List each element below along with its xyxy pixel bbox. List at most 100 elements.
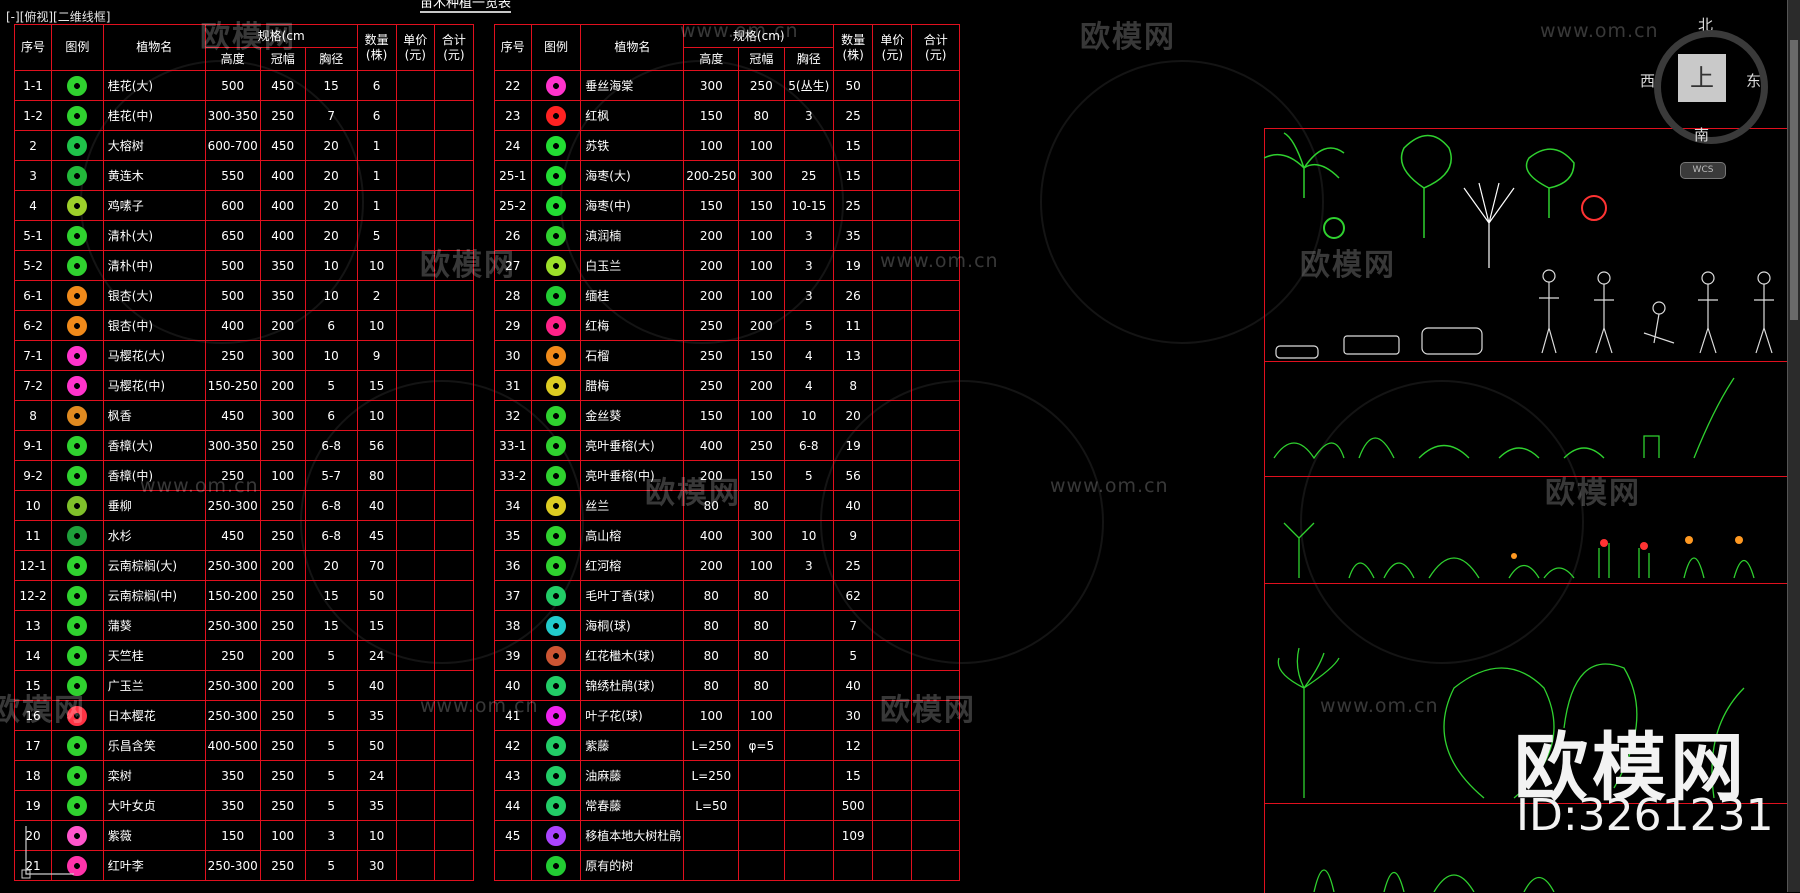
total-cell [911, 760, 960, 791]
unit-price-cell [872, 670, 913, 701]
seq-cell [493, 850, 532, 881]
unit-price-cell [395, 160, 435, 191]
plant-name-cell: 银杏(中) [102, 310, 206, 341]
dbh-cell [783, 700, 835, 731]
total-cell [911, 220, 960, 251]
seq-cell: 4 [13, 190, 53, 221]
compass-north[interactable]: 北 [1698, 16, 1714, 34]
plant-name-cell: 清朴(中) [102, 250, 206, 281]
plant-symbol-icon [67, 315, 88, 336]
legend-cell [530, 220, 582, 251]
height-cell: 150 [683, 100, 740, 131]
legend-cell [530, 310, 582, 341]
qty-cell: 10 [356, 820, 397, 851]
plant-symbol-icon [546, 705, 567, 726]
header-seq: 序号 [493, 24, 532, 71]
plant-name-cell: 广玉兰 [102, 670, 206, 701]
qty-cell: 1 [356, 160, 397, 191]
compass-south[interactable]: 南 [1694, 126, 1710, 144]
legend-cell [51, 70, 104, 101]
plant-symbol-icon [67, 75, 88, 96]
table-gap [473, 790, 495, 821]
plant-symbol-icon [67, 825, 88, 846]
plant-name-cell: 叶子花(球) [580, 700, 685, 731]
unit-price-cell [395, 640, 435, 671]
drawing-divider [1264, 361, 1794, 362]
plant-symbol-icon [67, 405, 88, 426]
header-dbh: 胸径 [783, 47, 835, 71]
tree-elevation-icon [1277, 647, 1745, 799]
header-spec: 规格(cm [204, 24, 358, 48]
qty-cell: 1 [356, 130, 397, 161]
total-cell [433, 160, 475, 191]
viewcube-top-face[interactable]: 上 [1678, 54, 1726, 102]
flower-shrub-icon [1581, 195, 1607, 221]
seq-cell: 16 [13, 700, 53, 731]
crown-cell [738, 850, 785, 881]
crown-cell [738, 790, 785, 821]
crown-cell: 250 [259, 790, 306, 821]
compass-ring[interactable] [1654, 30, 1768, 144]
dbh-cell: 7 [304, 100, 358, 131]
qty-cell: 40 [833, 670, 874, 701]
vertical-scrollbar[interactable] [1787, 0, 1800, 892]
header-legend: 图例 [51, 24, 104, 71]
seq-cell: 22 [493, 70, 532, 101]
unit-price-cell [872, 580, 913, 611]
table-gap [473, 130, 495, 161]
header-unit-price: 单价 (元) [395, 24, 435, 71]
wcs-menu-button[interactable]: WCS [1680, 162, 1726, 179]
crown-cell: 250 [259, 610, 306, 641]
qty-cell: 56 [833, 460, 874, 491]
legend-cell [51, 430, 104, 461]
compass-west[interactable]: 西 [1640, 72, 1656, 90]
plant-symbol-icon [546, 495, 567, 516]
crown-cell [738, 760, 785, 791]
height-cell [683, 820, 740, 851]
crown-cell: 80 [738, 490, 785, 521]
scrollbar-thumb[interactable] [1790, 40, 1798, 320]
plant-name-cell: 栾树 [102, 760, 206, 791]
plant-name-cell: 海枣(中) [580, 190, 685, 221]
crown-cell: 200 [259, 640, 306, 671]
dbh-cell: 6 [304, 310, 358, 341]
crown-cell: 250 [259, 730, 306, 761]
legend-cell [51, 760, 104, 791]
dbh-cell: 10-15 [783, 190, 835, 221]
height-cell: 150 [683, 190, 740, 221]
plant-symbol-icon [546, 795, 567, 816]
dbh-cell: 20 [304, 220, 358, 251]
viewport-label[interactable]: [-][俯视][二维线框] [6, 10, 111, 24]
total-cell [911, 280, 960, 311]
plant-name-cell: 缅桂 [580, 280, 685, 311]
height-cell: 300 [683, 70, 740, 101]
total-cell [911, 730, 960, 761]
plant-symbol-icon [67, 675, 88, 696]
total-cell [911, 400, 960, 431]
compass-east[interactable]: 东 [1746, 72, 1762, 90]
unit-price-cell [395, 70, 435, 101]
plant-name-cell: 红叶李 [102, 850, 206, 881]
total-cell [433, 490, 475, 521]
legend-cell [530, 430, 582, 461]
header-name: 植物名 [102, 24, 206, 71]
seq-cell: 43 [493, 760, 532, 791]
plant-name-cell: 金丝葵 [580, 400, 685, 431]
seq-cell: 7-1 [13, 340, 53, 371]
plant-symbol-icon [67, 195, 88, 216]
unit-price-cell [872, 430, 913, 461]
height-cell: 250-300 [204, 670, 261, 701]
crown-cell: 250 [738, 70, 785, 101]
qty-cell: 24 [356, 640, 397, 671]
total-cell [433, 310, 475, 341]
header-crown: 冠幅 [738, 47, 785, 71]
dbh-cell [783, 580, 835, 611]
dbh-cell: 10 [304, 280, 358, 311]
total-cell [911, 790, 960, 821]
plant-symbol-icon [546, 555, 567, 576]
legend-cell [51, 130, 104, 161]
legend-cell [530, 250, 582, 281]
viewcube[interactable]: 北 上 西 东 南 WCS [1640, 14, 1770, 184]
table-gap [473, 160, 495, 191]
total-cell [433, 460, 475, 491]
